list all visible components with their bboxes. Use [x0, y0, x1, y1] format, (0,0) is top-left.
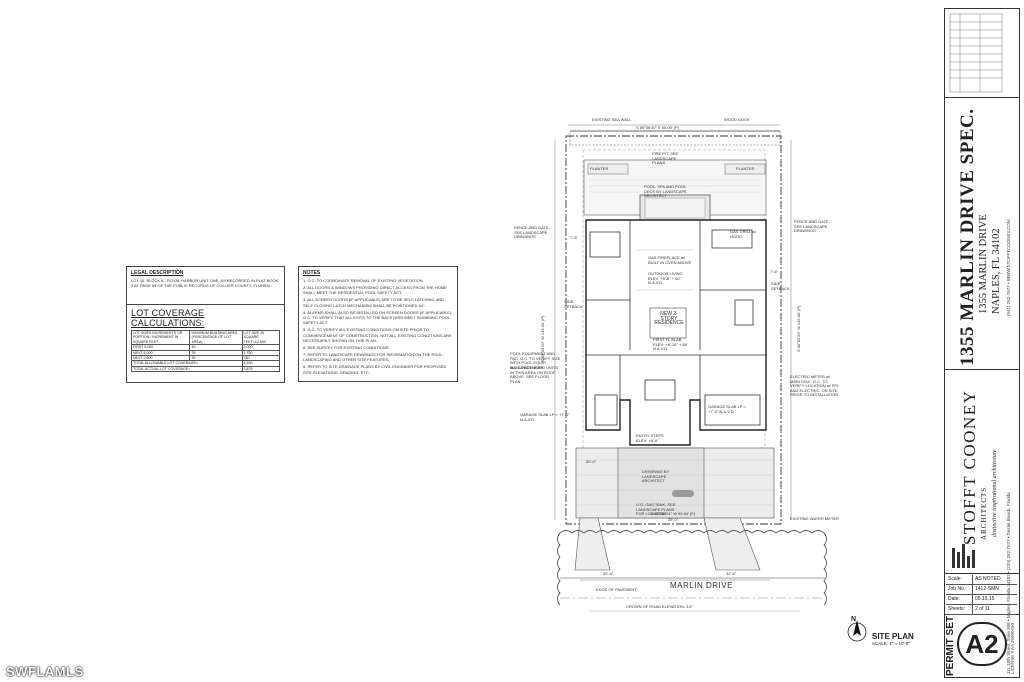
fence-left-label: FENCE AND GATE, SEE LANDSCAPE DRAWINGS — [514, 225, 550, 240]
table-header-row: LOT SIZES INCREMENTS OR PORTION / INCREM… — [130, 329, 281, 346]
dim-32-left: 32'-6" — [603, 571, 614, 576]
side-setback-right: SIDE SETBACK — [771, 281, 790, 291]
sheet-info-row: Scale: AS NOTED — [946, 575, 1017, 585]
note-item: 2. ALL DOORS & WINDOWS PROVIDING DIRECT … — [303, 284, 447, 296]
note-item: 6. SEE SURVEY FOR EXISTING CONDITIONS. — [303, 344, 390, 350]
planter-left-label: PLANTER — [590, 166, 609, 171]
side-setback-left: SIDE SETBACK — [564, 299, 583, 309]
dim-right-setback: 7'-6" — [770, 269, 778, 274]
electric-meter-label: ELECTRIC METER w/ MAIN DISC. G.C. TO VER… — [790, 374, 840, 398]
sheet-info-value: 2 of 11 — [975, 606, 990, 612]
right-bearing: S 00°03'20" W 135.00' (P) — [796, 305, 801, 352]
lot-coverage-box: LOT COVERAGE CALCULATIONS: LOT SIZES INC… — [126, 304, 285, 383]
entry-steps-label: ENTRY STEPS ELEV: +8'-6" — [636, 433, 664, 443]
sheet-number: A2 — [957, 622, 1007, 666]
sheet-info-row: Sheets: 2 of 11 — [946, 605, 1017, 615]
firm-subtitle: ARCHITECTS — [980, 486, 988, 540]
water-meter-label: EXISTING WATER METER — [790, 516, 839, 521]
street-name: MARLIN DRIVE — [670, 581, 733, 590]
driveway-label: DRIVEWAY BY LANDSCAPE ARCHITECT — [642, 469, 670, 484]
gas-fireplace-label: GAS FIREPLACE w/ BUILT IN OVEN ABOVE — [648, 255, 692, 265]
legal-text: LOT 16, BLOCK 8 - ROYAL HARBOR UNIT ONE,… — [131, 278, 279, 289]
license-number: LICENSE # AA 26000760 — [1010, 622, 1015, 674]
sheet-info-key: Scale: — [946, 575, 973, 584]
crown-road-label: CROWN OF ROAD ELEVATION: 3.5' — [626, 604, 693, 609]
note-item: 8. REFER TO SITE DRAINAGE PLANS BY CIVIL… — [303, 364, 447, 375]
sheet-info-value: AS NOTED — [975, 576, 1001, 582]
total-actual-value: 3,876 — [241, 365, 281, 373]
sheet-info-row: Date: 05.15.15 — [946, 595, 1017, 605]
pool-equipment-label: POOL EQUIPMENT AND PAD, G.C. TO VERIFY S… — [510, 351, 561, 370]
project-address: 1355 MARLIN DRIVE — [978, 214, 989, 314]
lot-coverage-title: LOT COVERAGE CALCULATIONS: — [131, 308, 205, 328]
sheet-info-key: Job No.: — [946, 585, 973, 594]
table-header: LOT SIZE IN SQUARE FEET=12,600 — [241, 329, 281, 346]
fence-right-label: FENCE AND GATE, SEE LANDSCAPE DRAWINGS — [794, 219, 830, 234]
table-header: LOT SIZES INCREMENTS OR PORTION / INCREM… — [130, 329, 191, 346]
firepit-label: FIRE PIT, SEE LANDSCAPE PLANS — [652, 151, 679, 166]
project-city: NAPLES, FL 34102 — [991, 228, 1002, 314]
note-item: 4. ALARMS SHALL ALSO BE INSTALLED ON SCR… — [303, 309, 453, 326]
lot-coverage-table: LOT SIZES INCREMENTS OR PORTION / INCREM… — [130, 329, 281, 373]
mls-watermark: SWFLAMLS — [6, 664, 84, 679]
dim-left-setback: 7'-6" — [570, 235, 578, 240]
total-actual-label: TOTAL ACTUAL LOT COVERAGE= — [131, 365, 243, 373]
top-bearing: S 89°56'40" E 90.00' (P) — [636, 125, 680, 130]
permit-set-label: PERMIT SET — [945, 615, 956, 676]
bottom-bearing: N 89°50'01" W 90.04' (F) — [651, 511, 696, 516]
wood-dock-label: WOOD DOCK — [724, 117, 750, 122]
table-header: MAXIMUM BUILDING AREA (PERCENTAGE OF LOT… — [189, 329, 243, 346]
dim-25: 25'-0" — [668, 517, 679, 522]
note-item: 1. G.C. TO COORDINATE REMOVAL OF EXISTIN… — [303, 278, 424, 283]
garage-right-label: GARAGE SLAB LP = +7'-4" N.A.V.D. — [708, 404, 746, 414]
planter-right-label: PLANTER — [736, 166, 755, 171]
note-item: 5. G.C. TO VERIFY ALL EXISTING CONDITION… — [303, 327, 452, 344]
legal-description-box: LEGAL DESCRIPTION LOT 16, BLOCK 8 - ROYA… — [126, 266, 285, 306]
firm-name: STOFFT COONEY — [960, 389, 979, 545]
new-residence-label: NEW 2-STORY RESIDENCE — [654, 311, 684, 327]
ac-units-label: A/C CONDENSING UNITS IN THIS AREA ON ROO… — [510, 365, 559, 384]
firm-tagline: distinctive inspirational architecture — [992, 449, 998, 537]
outdoor-living-label: OUTDOOR LIVING ELEV: +8'-6" +.50' N.A.V.… — [648, 271, 683, 286]
sheet-info-value: 05.15.15 — [975, 596, 995, 602]
sea-wall-label: EXISTING SEA WALL — [592, 117, 632, 122]
first-floor-label: FIRST FL SLAB ELEV: +8'-10" +.88' N.A.V.… — [653, 337, 688, 352]
project-contact: (941) 262-7677 • WWW.STOFFTCOONEY.COM — [1006, 219, 1011, 316]
sheet-info-row: Job No.: 1412-SMN — [946, 585, 1017, 595]
sheet-info-value: 1412-SMN — [975, 586, 999, 592]
legal-title: LEGAL DESCRIPTION — [131, 270, 184, 276]
project-name: 1355 MARLIN DRIVE SPEC. — [957, 108, 978, 366]
note-item: 3. ALL SCREEN DOORS (IF APPLICABLE) ARE … — [303, 297, 445, 308]
gas-tank-label: U.G. GAS TANK, SEE LANDSCAPE PLANS FOR L… — [636, 502, 676, 517]
north-arrow-label: N — [851, 616, 857, 623]
dim-30: 30'-0" — [586, 459, 597, 464]
sheet-info-key: Sheets: — [946, 605, 973, 614]
garage-left-label: GARAGE SLAB LP = +7'-4" N.A.V.D. — [520, 412, 570, 422]
sheet-info-key: Date: — [946, 595, 973, 604]
gas-grill-label: GAS GRILL w/ HOOD — [730, 229, 757, 239]
left-bearing: S 00°03'20" W 135.00' (P) — [540, 315, 545, 362]
notes-box: NOTES 1. G.C. TO COORDINATE REMOVAL OF E… — [298, 266, 458, 382]
site-plan-scale: SCALE: 1" = 10'-0" — [872, 641, 910, 646]
notes-title: NOTES — [303, 270, 321, 276]
edge-pavement-label: EDGE OF PAVEMENT — [596, 587, 637, 592]
note-item: 7. REFER TO LANDSCAPE DRAWINGS FOR INFOR… — [303, 351, 444, 363]
dim-32-right: 32'-6" — [726, 571, 737, 576]
sheet-info-table: Scale: AS NOTED Job No.: 1412-SMN Date: … — [946, 575, 1017, 615]
table-row: TOTAL ACTUAL LOT COVERAGE= 3,876 — [131, 365, 281, 373]
pool-label: POOL, SPA AND POOL DECK BY LANDSCAPE ARC… — [644, 184, 687, 199]
site-plan-title: SITE PLAN — [872, 632, 914, 641]
